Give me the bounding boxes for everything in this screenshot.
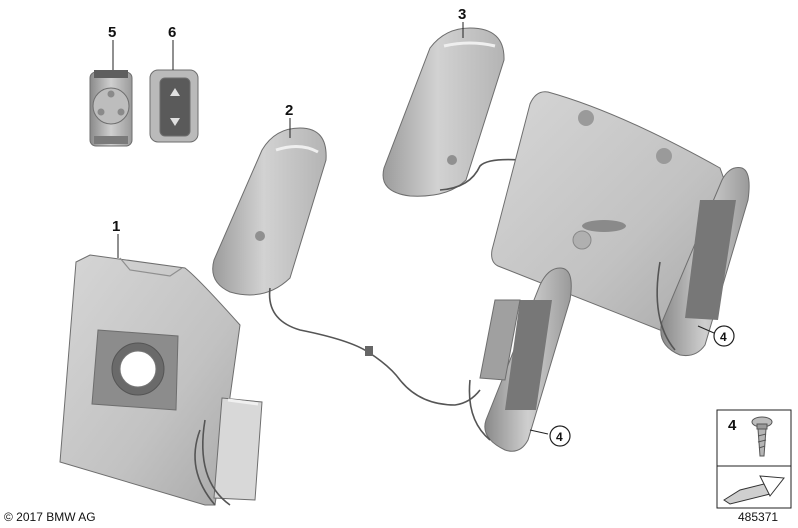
part-2-side-bolster [212, 127, 481, 406]
callout-5: 5 [108, 24, 116, 41]
side-frame-right [656, 167, 750, 356]
part-1-back-panel [59, 254, 263, 506]
legend-box: 4 [716, 409, 792, 509]
callout-3: 3 [458, 6, 466, 23]
side-frame-middle [468, 267, 572, 452]
diagram-number: 485371 [738, 510, 778, 524]
callout-4-right: 4 [713, 325, 735, 347]
callout-4-middle-label: 4 [556, 430, 563, 444]
copyright-text: © 2017 BMW AG [4, 510, 96, 524]
part-3-side-bolster [382, 27, 521, 197]
callout-4-middle: 4 [549, 425, 571, 447]
callout-4-right-label: 4 [720, 330, 727, 344]
arrow-icon [723, 475, 785, 505]
callout-6: 6 [168, 24, 176, 41]
callout-2: 2 [285, 102, 293, 119]
leader-lines [112, 22, 715, 435]
part-6-rocker-switch [149, 69, 199, 143]
callout-1: 1 [112, 218, 120, 235]
part-5-round-switch [89, 70, 133, 147]
screw-icon [751, 416, 773, 457]
legend-callout-4: 4 [728, 417, 737, 434]
